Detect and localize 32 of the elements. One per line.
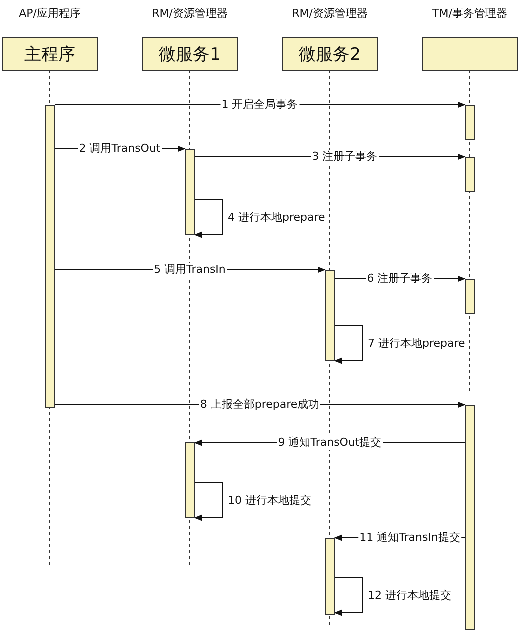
message-label: 7 进行本地prepare <box>367 336 466 350</box>
activation-bar <box>185 149 195 235</box>
activation-bar <box>465 157 475 192</box>
message-label: 1 开启全局事务 <box>220 98 300 112</box>
participant-box: 微服务1 <box>142 37 238 71</box>
participant-box: 微服务2 <box>282 37 378 71</box>
message-label: 9 通知TransOut提交 <box>277 436 383 450</box>
activation-bar <box>465 405 475 630</box>
message-arrow <box>194 200 224 238</box>
activation-bar <box>45 105 55 408</box>
message-arrow <box>334 326 364 364</box>
message-label: 4 进行本地prepare <box>227 210 326 224</box>
activation-bar <box>325 538 335 615</box>
activation-bar <box>465 105 475 140</box>
message-arrow <box>194 482 224 522</box>
message-label: 6 注册子事务 <box>366 272 434 286</box>
participant-box: 主程序 <box>2 37 98 71</box>
activation-bar <box>465 279 475 314</box>
activation-bar <box>325 270 335 361</box>
message-arrow <box>334 578 364 616</box>
message-label: 8 上报全部prepare成功 <box>199 398 321 412</box>
role-heading: RM/资源管理器 <box>152 6 228 21</box>
message-label: 10 进行本地提交 <box>227 494 312 508</box>
message-label: 2 调用TransOut <box>78 142 162 156</box>
message-label: 5 调用TransIn <box>153 263 227 277</box>
role-heading: TM/事务管理器 <box>432 6 508 21</box>
activation-bar <box>185 442 195 518</box>
message-label: 11 通知TransIn提交 <box>358 531 462 545</box>
role-heading: AP/应用程序 <box>19 6 81 21</box>
message-label: 12 进行本地提交 <box>367 588 452 602</box>
message-label: 3 注册子事务 <box>311 150 379 164</box>
role-heading: RM/资源管理器 <box>292 6 368 21</box>
